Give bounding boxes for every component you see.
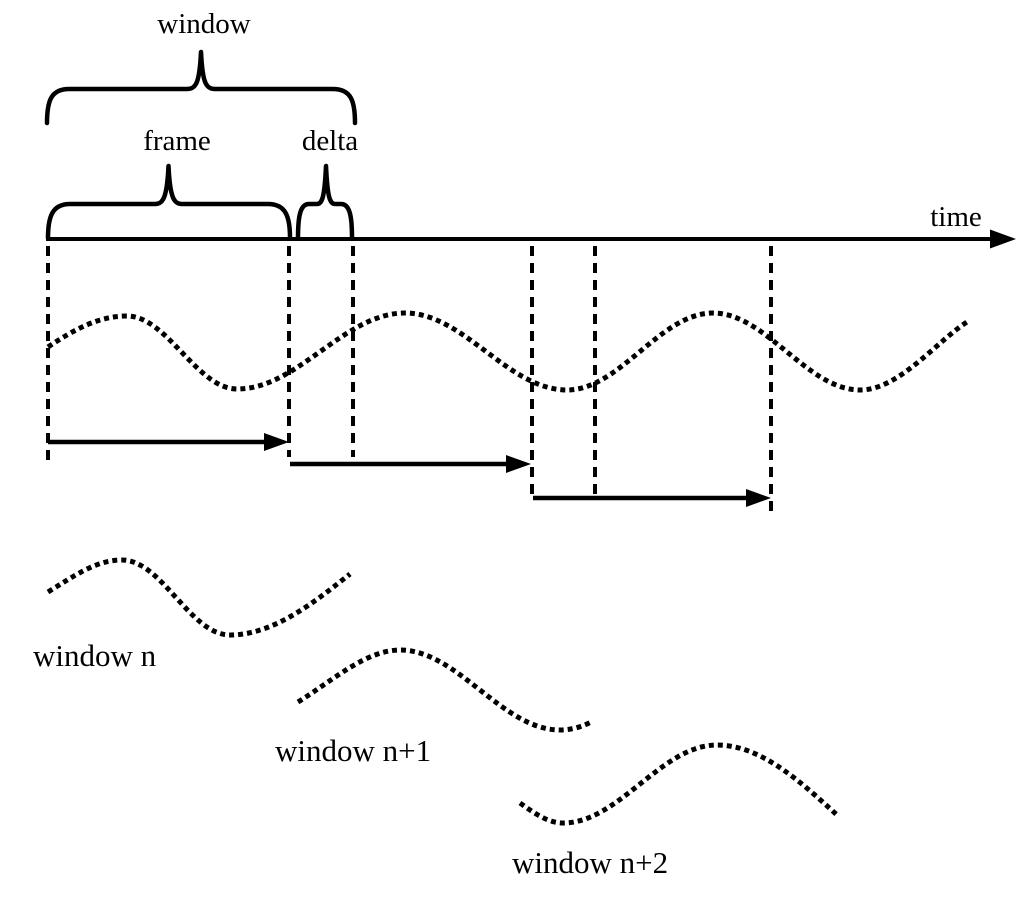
window-n1-label: window n+1 — [275, 733, 431, 768]
window-n2-wave — [518, 742, 839, 826]
shift-arrow-3-head-icon — [746, 489, 771, 507]
frame-label: frame — [143, 125, 211, 157]
time-label: time — [930, 201, 982, 233]
shift-arrow-2-head-icon — [506, 455, 531, 473]
window-n1-wave — [296, 647, 595, 733]
window-brace — [44, 49, 358, 126]
delta-brace — [295, 163, 355, 241]
shift-arrow-1-head-icon — [264, 433, 289, 451]
delta-label: delta — [302, 125, 358, 157]
window-n-label: window n — [33, 638, 157, 673]
frame-brace — [45, 163, 293, 241]
time-axis-arrowhead-icon — [990, 229, 1016, 249]
window-n-wave — [46, 557, 352, 638]
window-n2-label: window n+2 — [512, 845, 668, 880]
signal-wave — [46, 310, 969, 393]
window-label: window — [157, 8, 251, 40]
